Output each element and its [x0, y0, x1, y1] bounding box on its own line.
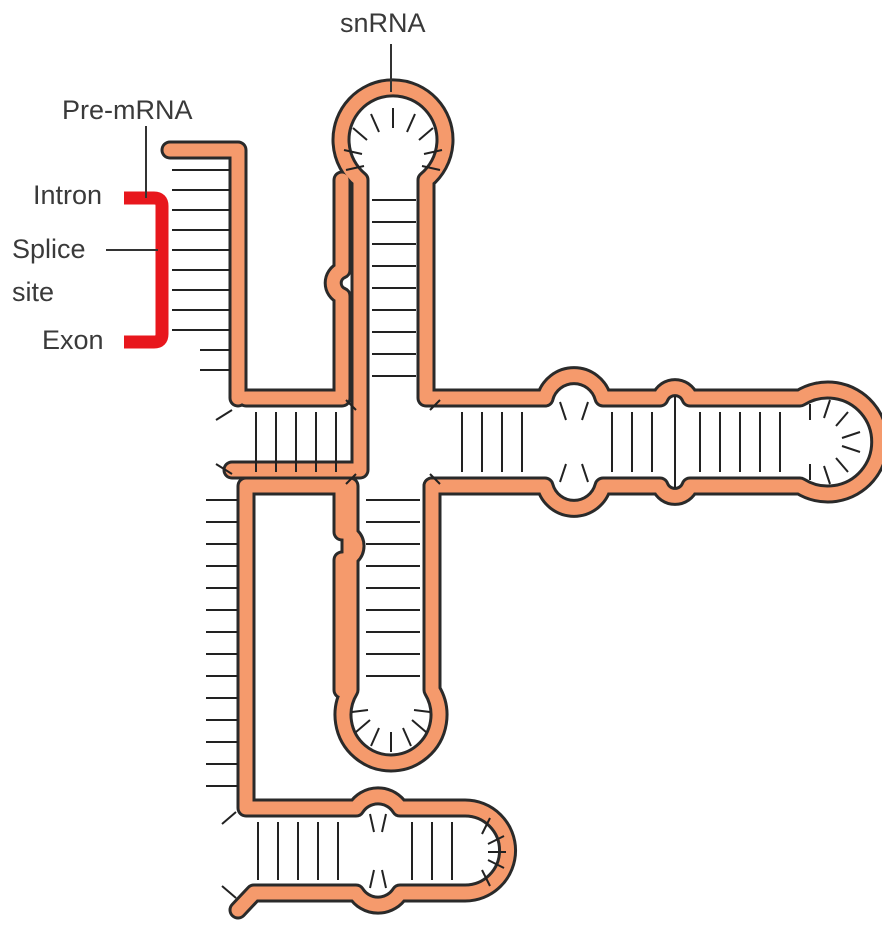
- strand-left-lead: [170, 150, 238, 398]
- splice-label: Splice: [12, 236, 86, 263]
- lower-left-rungs: [206, 500, 238, 786]
- snrna-strand: [170, 88, 880, 910]
- pre-mrna-label: Pre-mRNA: [62, 97, 193, 124]
- bottom-stem-rungs: [366, 500, 420, 676]
- splice-bracket: [124, 198, 162, 342]
- exon-label: Exon: [42, 327, 104, 354]
- snrna-label: snRNA: [340, 10, 426, 37]
- right-bulge-spokes: [560, 396, 675, 488]
- bottom-arm-rungs: [258, 814, 506, 888]
- top-loop-spokes: [344, 108, 442, 170]
- pre-mrna-rungs: [172, 170, 230, 370]
- right-loop-spokes: [810, 400, 860, 484]
- top-stem-rungs: [372, 200, 416, 376]
- intron-label: Intron: [33, 182, 102, 209]
- site-label: site: [12, 279, 54, 306]
- base-pairs: [172, 108, 860, 898]
- strand-top-arm: [232, 88, 545, 470]
